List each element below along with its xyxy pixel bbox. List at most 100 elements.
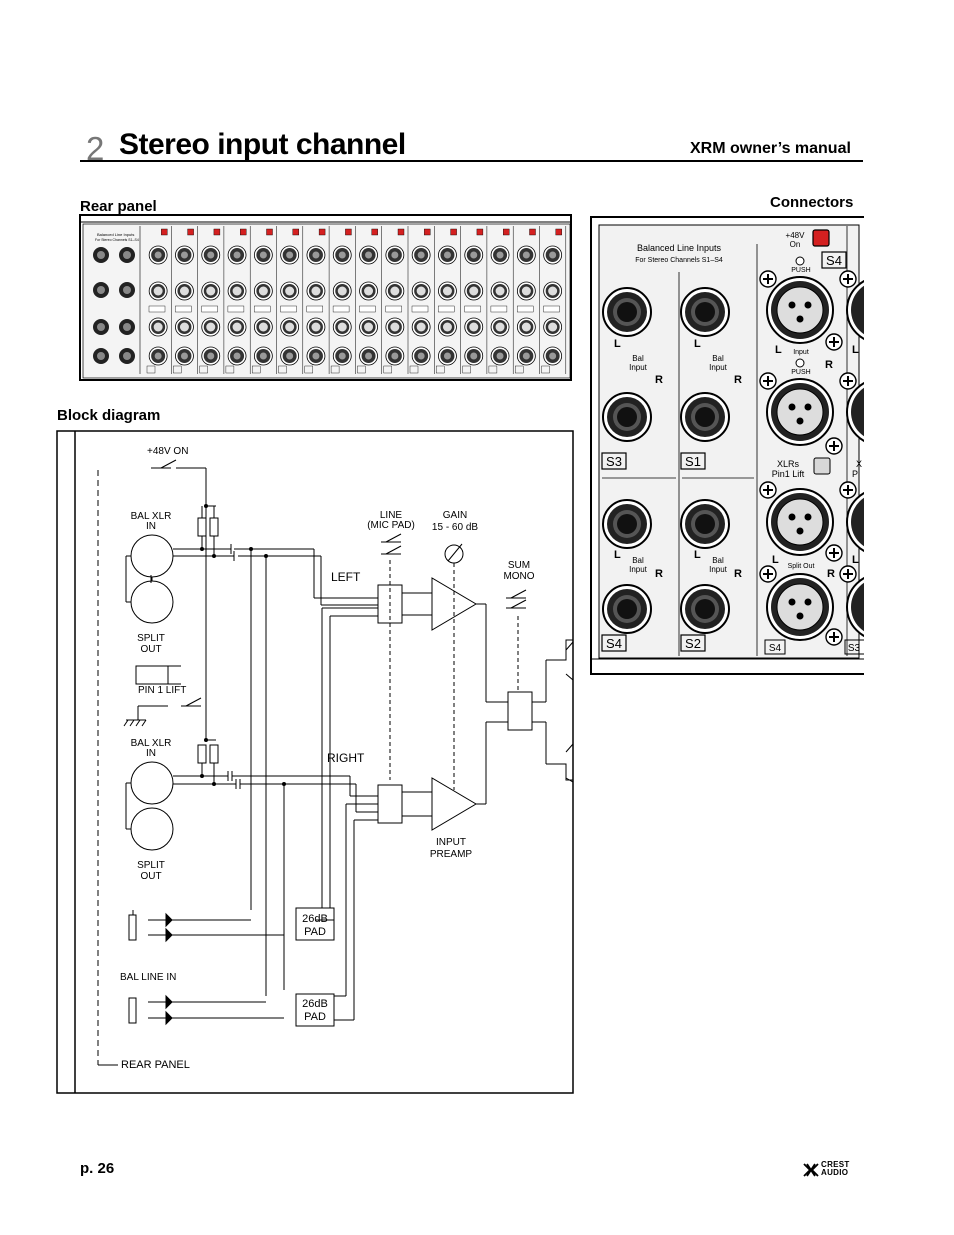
label-l: L [775,344,782,356]
xlr-split-bottom[interactable] [766,573,834,641]
rear-channel-strip [541,226,567,374]
bd-preamp: PREAMP [430,849,473,860]
bd-bal-line-in: BAL LINE IN [120,972,176,983]
label-bal: Bal [712,354,724,363]
screw [825,437,843,455]
badge-s4-top: S4 [826,253,842,268]
rear-channel-strip [278,226,304,374]
label-l: L [694,338,701,350]
bd-pad-label-2: PAD [304,1011,326,1023]
jack-s2-right[interactable] [680,584,730,634]
bd-bal-xlr-in-2: IN [146,748,156,759]
label-input: Input [709,363,728,372]
connectors-figure: Balanced Line Inputs For Stereo Channels… [590,216,864,675]
block-diagram-heading: Block diagram [57,407,161,424]
connectors-heading: Connectors [770,194,854,211]
bd-sum: SUM [508,560,530,571]
label-r: R [655,568,663,580]
label-input: Input [629,565,648,574]
rear-channel-strip [304,226,330,374]
bd-split-out-2: OUT [140,871,161,882]
label-bal: Bal [632,556,644,565]
bd-left: LEFT [331,570,361,584]
rear-panel-figure: Balanced Line Inputs For Stereo Channels… [79,214,572,381]
xlrs-label: XLRs [777,459,800,469]
cut-label-l2: L [852,554,859,566]
label-l: L [772,554,779,566]
bd-pad-2: 26dB [302,998,328,1010]
bd-bal-xlr-in: IN [146,521,156,532]
bd-gain: GAIN [443,510,467,521]
bd-mic-pad: (MIC PAD) [367,520,415,531]
label-r: R [734,374,742,386]
rear-panel-label: REAR PANEL [121,1059,190,1071]
rear-panel-heading: Rear panel [80,198,157,215]
pin1-lift-label: Pin1 Lift [772,469,805,479]
rear-channel-strips [146,226,567,374]
badge-s1: S1 [685,454,701,469]
screw [825,628,843,646]
cut-label-l: L [852,344,859,356]
bd-split-out: OUT [140,644,161,655]
label-input: Input [629,363,648,372]
rear-channel-strip [383,226,409,374]
logo-line-1: CREST [821,1160,850,1169]
bd-gain-range: 15 - 60 dB [432,522,478,533]
label-r: R [827,568,835,580]
screw [825,333,843,351]
badge-s4-bottom: S4 [769,643,782,654]
jack-s1-left[interactable] [680,287,730,337]
xlr-input-top[interactable] [766,276,834,344]
manual-title: XRM owner’s manual [690,140,851,157]
xlr-input-bottom[interactable] [766,378,834,446]
label-r: R [655,374,663,386]
jack-s1-right[interactable] [680,392,730,442]
page-number: p. 26 [80,1160,115,1177]
block-diagram-figure: REAR PANEL [56,430,574,1094]
jack-s2-left[interactable] [680,499,730,549]
rear-panel-caption-sub: For Stereo Channels S1–S4 [95,238,139,242]
bd-phantom-label: +48V ON [147,446,188,457]
bd-pad-label-1: PAD [304,926,326,938]
xlr-split-top[interactable] [766,488,834,556]
badge-s3: S3 [606,454,622,469]
phantom-label: +48V [786,231,806,240]
rear-channel-strip [146,226,172,374]
rear-channel-strip [251,226,277,374]
label-l: L [694,549,701,561]
jack-s3-right[interactable] [602,392,652,442]
label-bal: Bal [632,354,644,363]
phantom-led-button[interactable] [812,229,830,247]
label-input: Input [709,565,728,574]
screw [759,565,777,583]
rear-channel-strip [409,226,435,374]
screw [759,372,777,390]
bd-mono: MONO [503,571,534,582]
jack-s4-right[interactable] [602,584,652,634]
bd-split-2: SPLIT [137,860,165,871]
bd-input: INPUT [436,837,466,848]
bal-line-title: Balanced Line Inputs [637,243,722,253]
rear-channel-strip [225,226,251,374]
push-label: PUSH [791,267,810,274]
rear-channel-strip [515,226,540,374]
screw [759,481,777,499]
jack-s3-left[interactable] [602,287,652,337]
pin1-lift-button[interactable] [813,457,831,475]
screw [825,544,843,562]
rear-channel-strip [436,226,461,374]
jack-s4-left[interactable] [602,499,652,549]
badge-s4: S4 [606,636,622,651]
rear-channel-strip [330,226,356,374]
push-label: PUSH [791,369,810,376]
crest-logo-icon [803,1163,819,1177]
bd-pad-1: 26dB [302,913,328,925]
phantom-state: On [790,240,801,249]
bd-bal-xlr-2: BAL XLR [131,738,172,749]
bd-pin1-lift: PIN 1 LIFT [138,685,186,696]
screw [839,481,857,499]
screw [759,270,777,288]
label-l: L [614,338,621,350]
rear-channel-strip [173,226,198,374]
label-bal: Bal [712,556,724,565]
